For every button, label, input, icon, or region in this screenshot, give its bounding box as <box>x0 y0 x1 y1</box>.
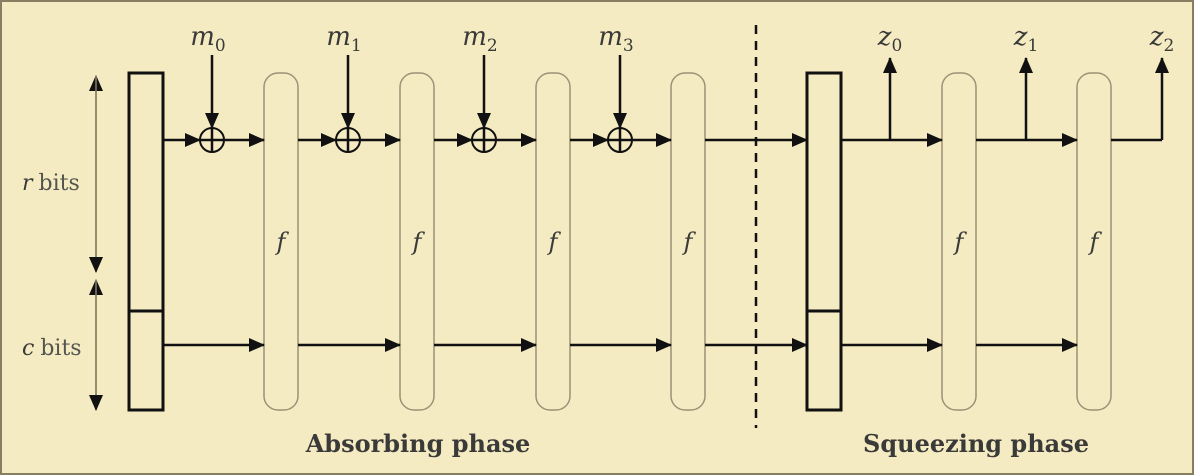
f-box-0 <box>263 72 299 411</box>
rate-text: bits <box>39 171 80 196</box>
rate-var: r <box>22 171 34 196</box>
f-box-2 <box>535 72 571 411</box>
output-label-2: z2 <box>1149 22 1175 56</box>
f-box-4 <box>941 72 977 411</box>
squeeze-state-box <box>805 71 843 412</box>
input-label-3: m3 <box>598 22 633 56</box>
input-label-1: m1 <box>326 22 361 56</box>
capacity-var: c <box>22 336 34 361</box>
capacity-text: bits <box>40 336 81 361</box>
output-label-1: z1 <box>1013 22 1039 56</box>
input-label-2: m2 <box>462 22 497 56</box>
output-label-0: z0 <box>877 22 903 56</box>
initial-state-box <box>127 71 165 412</box>
input-label-0: m0 <box>190 22 225 56</box>
f-box-1 <box>399 72 435 411</box>
squeezing-phase-label: Squeezing phase <box>863 429 1089 458</box>
absorbing-phase-label: Absorbing phase <box>305 429 531 458</box>
f-box-3 <box>670 72 706 411</box>
f-box-5 <box>1076 72 1112 411</box>
